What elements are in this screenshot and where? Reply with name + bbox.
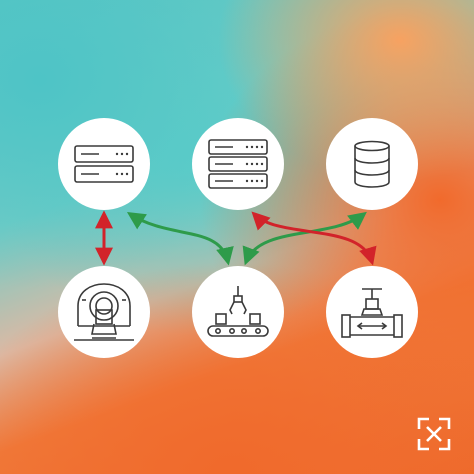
server-rack-3u-icon xyxy=(208,139,268,189)
robotic-arm-conveyor-icon xyxy=(207,286,269,337)
brand-logo-icon xyxy=(417,417,451,451)
node-server-1 xyxy=(58,118,150,210)
mri-scanner-icon xyxy=(74,283,134,341)
node-database xyxy=(326,118,418,210)
pipe-valve-icon xyxy=(341,288,403,338)
node-factory-robot xyxy=(192,266,284,358)
node-server-2 xyxy=(192,118,284,210)
server-rack-2u-icon xyxy=(74,145,134,183)
node-pipe-valve xyxy=(326,266,418,358)
database-icon xyxy=(354,140,390,188)
node-mri-scanner xyxy=(58,266,150,358)
